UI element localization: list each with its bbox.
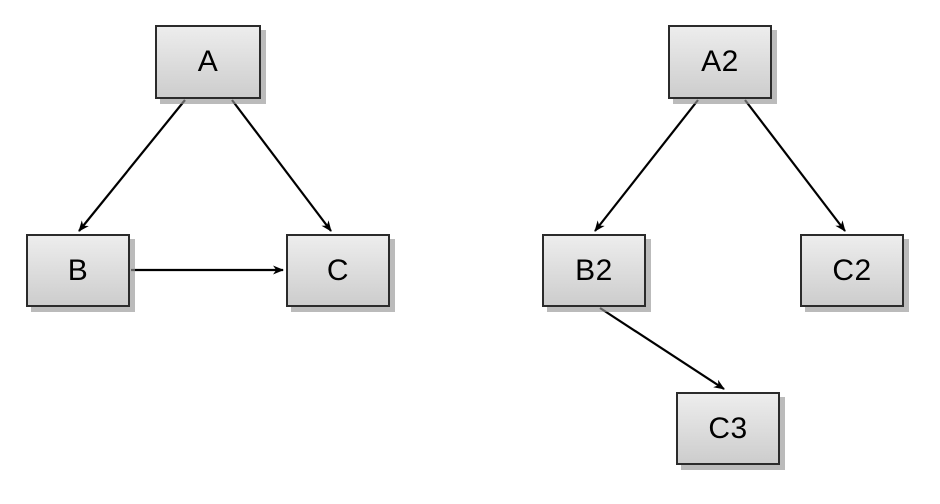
node-label-a2: A2 bbox=[701, 45, 739, 78]
edge-paths bbox=[78, 99, 846, 390]
node-c[interactable]: C bbox=[286, 234, 390, 307]
node-c3[interactable]: C3 bbox=[676, 392, 780, 465]
edge-a2-to-c2 bbox=[744, 99, 846, 232]
node-c2[interactable]: C2 bbox=[800, 234, 904, 307]
edge-a2-to-b2 bbox=[594, 99, 699, 232]
edge-a-to-b bbox=[78, 99, 186, 232]
node-label-c: C bbox=[326, 253, 350, 287]
node-label-c3: C3 bbox=[708, 411, 748, 445]
node-label-a: A bbox=[197, 45, 219, 78]
node-b2[interactable]: B2 bbox=[542, 234, 646, 307]
node-b[interactable]: B bbox=[26, 234, 130, 307]
node-label-b2: B2 bbox=[575, 253, 613, 287]
node-label-b: B bbox=[67, 253, 89, 287]
node-a2[interactable]: A2 bbox=[668, 25, 772, 99]
edge-a-to-c bbox=[231, 99, 332, 232]
edge-b2-to-c3 bbox=[599, 307, 725, 390]
node-a[interactable]: A bbox=[155, 25, 261, 99]
node-label-c2: C2 bbox=[832, 253, 872, 287]
